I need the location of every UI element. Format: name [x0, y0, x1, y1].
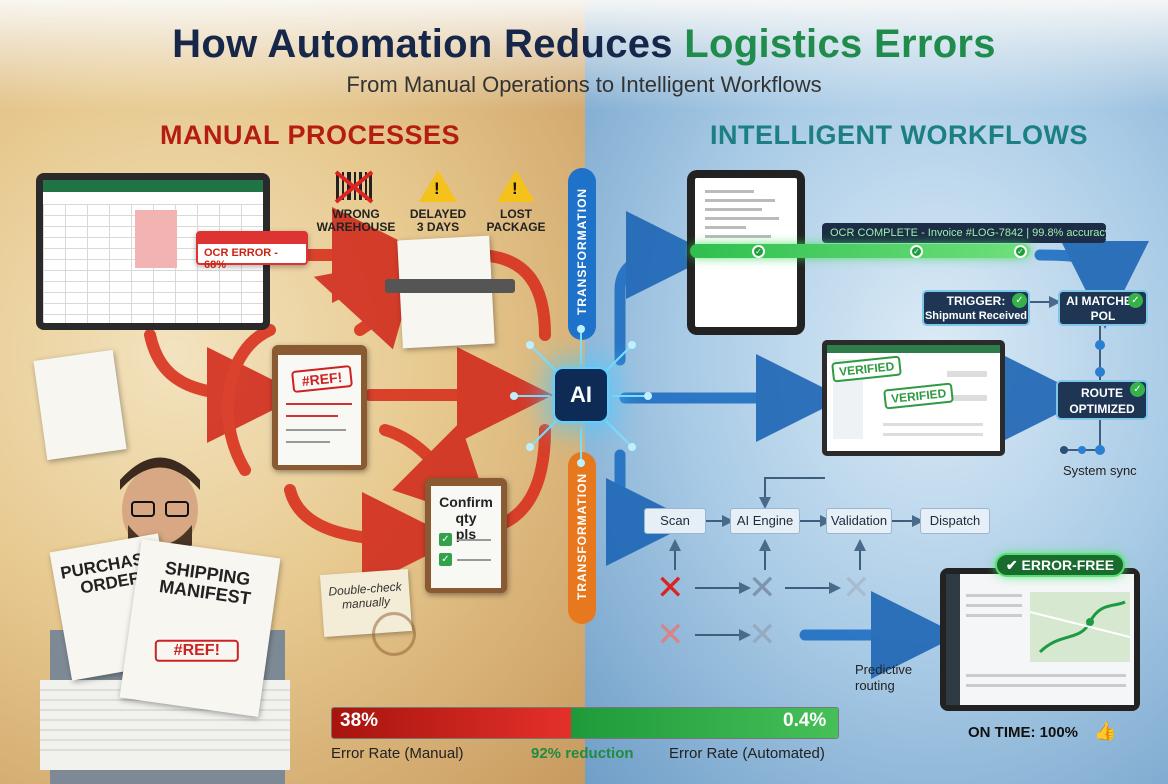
- on-time-label: ON TIME: 100%: [968, 724, 1079, 741]
- flow-step-validation: Validation: [826, 508, 892, 534]
- manual-error-label: Error Rate (Manual): [331, 745, 464, 762]
- manual-error-value: 38%: [340, 710, 379, 731]
- check-icon: ✓: [1012, 293, 1027, 308]
- transformation-label-top: TRANSFORMATION: [575, 187, 589, 315]
- reduction-label: 92% reduction: [531, 745, 634, 762]
- check-icon: ✓: [910, 245, 923, 258]
- transformation-label-bottom: TRANSFORMATION: [575, 472, 589, 600]
- check-icon: ✔: [1005, 557, 1022, 573]
- error-free-badge: ✔ ERROR-FREE: [995, 553, 1125, 577]
- transformation-pill-bottom: [568, 452, 596, 624]
- warning-icon: !: [419, 170, 457, 202]
- thumbs-up-icon: 👍: [1094, 721, 1117, 741]
- cross-icon: ✕: [656, 616, 685, 654]
- flow-step-scan: Scan: [644, 508, 706, 534]
- loose-document: [33, 349, 127, 461]
- dispatch-tablet: [940, 568, 1140, 711]
- check-icon: ✓: [1128, 293, 1143, 308]
- coffee-stain: [372, 612, 416, 656]
- clipboard-ref-error: #REF!: [272, 345, 367, 470]
- ocr-error-popup: OCR ERROR - 68%: [196, 231, 308, 271]
- header-background: [0, 0, 1168, 110]
- cross-icon: ✕: [748, 616, 777, 654]
- check-icon: ✓: [1130, 382, 1145, 397]
- system-sync-label: System sync: [1063, 463, 1137, 478]
- cross-icon: ✕: [656, 569, 685, 607]
- page-subtitle: From Manual Operations to Intelligent Wo…: [346, 72, 822, 97]
- flow-step-dispatch: Dispatch: [920, 508, 990, 534]
- route-map: [1029, 592, 1131, 662]
- section-title-workflow: INTELLIGENT WORKFLOWS: [710, 120, 1088, 150]
- flow-step-ai-engine: AI Engine: [730, 508, 800, 534]
- page-title: How Automation Reduces Logistics Errors: [172, 22, 996, 66]
- check-icon: ✓: [752, 245, 765, 258]
- ocr-error-text: OCR ERROR - 68%: [204, 247, 278, 271]
- crossed-barcode-icon: [330, 168, 378, 206]
- ai-chip-icon: AI: [553, 367, 609, 423]
- manifest-ref-stamp: #REF!: [154, 639, 239, 662]
- ocr-progress-bar: [690, 244, 1030, 258]
- check-icon: ✓: [1014, 245, 1027, 258]
- check-icon: ✓: [439, 553, 452, 566]
- check-icon: ✓: [439, 533, 452, 546]
- warning-icon: !: [497, 170, 535, 202]
- ai-circuit-rays: [510, 325, 652, 467]
- cross-icon: ✕: [842, 569, 871, 607]
- error-toast: [385, 279, 515, 293]
- automated-error-label: Error Rate (Automated): [669, 745, 825, 762]
- cross-icon: ✕: [748, 569, 777, 607]
- section-title-manual: MANUAL PROCESSES: [160, 120, 461, 150]
- manual-error-segment: [332, 708, 571, 738]
- automated-error-value: 0.4%: [783, 710, 827, 731]
- transformation-pill-top: [568, 168, 596, 340]
- automated-error-segment: [571, 708, 838, 738]
- ocr-complete-banner: OCR COMPLETE - Invoice #LOG-7842 | 99.8%…: [822, 223, 1106, 243]
- error-rate-bar: [331, 707, 839, 739]
